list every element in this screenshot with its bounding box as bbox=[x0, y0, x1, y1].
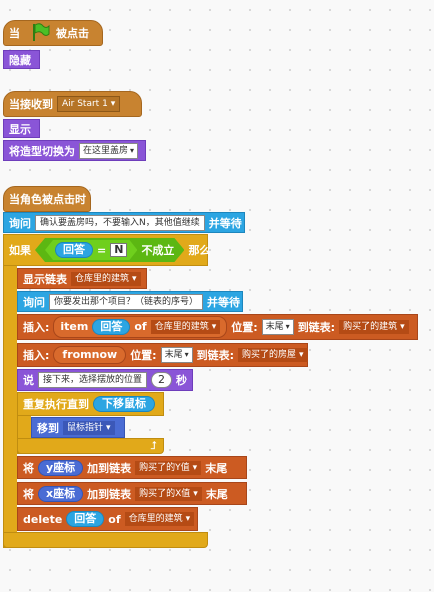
n-value-input[interactable]: N bbox=[110, 243, 127, 257]
of-label-2: of bbox=[108, 512, 121, 526]
of-label: of bbox=[134, 320, 147, 333]
if-label: 如果 bbox=[9, 244, 31, 257]
add-label-2: 将 bbox=[23, 487, 34, 501]
equals-operator[interactable]: 回答 = N bbox=[45, 240, 137, 260]
list-dropdown-y[interactable]: 购买了的Y值 ▾ bbox=[135, 460, 202, 475]
loop-arrow-icon: ⮥ bbox=[150, 439, 158, 452]
insert-fromnow-block[interactable]: 插入: fromnow 位置: 末尾 ▾ 到链表: 购买了的房屋 ▾ bbox=[17, 343, 308, 367]
green-flag-icon bbox=[30, 22, 50, 45]
and-wait-label: 并等待 bbox=[208, 216, 242, 230]
add-to-list-label-2: 加到链表 bbox=[87, 487, 132, 501]
end-label: 末尾 bbox=[205, 461, 228, 475]
chevron-down-icon: ▾ bbox=[299, 350, 304, 360]
delete-label: delete bbox=[23, 512, 63, 526]
clicked-label: 被点击 bbox=[56, 27, 89, 40]
say-text-input[interactable]: 接下来，选择摆放的位置 bbox=[38, 372, 148, 388]
position-dropdown[interactable]: 末尾 ▾ bbox=[261, 319, 294, 335]
go-to-label: 移到 bbox=[37, 421, 59, 435]
chevron-down-icon: ▾ bbox=[130, 145, 135, 155]
show-list-label: 显示链表 bbox=[23, 272, 67, 286]
when-receive-label: 当接收到 bbox=[9, 98, 53, 111]
ask-and-wait-block-2[interactable]: 询问 你要发出那个项目？（链表的序号） 并等待 bbox=[17, 291, 243, 312]
and-wait-label-2: 并等待 bbox=[207, 295, 241, 309]
chevron-down-icon: ▾ bbox=[184, 350, 189, 359]
say-label: 说 bbox=[23, 374, 34, 387]
repeat-until-label: 重复执行直到 bbox=[23, 398, 89, 411]
list-dropdown-warehouse-2[interactable]: 仓库里的建筑 ▾ bbox=[150, 320, 221, 334]
ask-text-input[interactable]: 确认要盖房吗，不要输入N，其他值继续 bbox=[35, 214, 205, 231]
show-block[interactable]: 显示 bbox=[3, 119, 40, 138]
ask-label-2: 询问 bbox=[23, 295, 45, 309]
add-y-to-list-block[interactable]: 将 y座标 加到链表 购买了的Y值 ▾ 末尾 bbox=[17, 456, 247, 479]
answer-reporter-3[interactable]: 回答 bbox=[66, 511, 105, 527]
insert-label-2: 插入: bbox=[23, 349, 50, 362]
equals-sign: = bbox=[97, 243, 107, 257]
when-label: 当 bbox=[9, 27, 20, 40]
x-position-reporter[interactable]: x座标 bbox=[38, 485, 84, 502]
show-label: 显示 bbox=[9, 122, 31, 136]
chevron-down-icon: ▾ bbox=[110, 99, 116, 109]
hide-block[interactable]: 隐藏 bbox=[3, 50, 40, 69]
say-for-secs-block[interactable]: 说 接下来，选择摆放的位置 2 秒 bbox=[17, 369, 193, 391]
answer-reporter-2[interactable]: 回答 bbox=[92, 319, 131, 335]
chevron-down-icon: ▾ bbox=[192, 462, 198, 473]
chevron-down-icon: ▾ bbox=[211, 322, 217, 332]
chevron-down-icon: ▾ bbox=[132, 273, 137, 284]
repeat-until-footer: ⮥ bbox=[17, 438, 164, 454]
sprite-clicked-label: 当角色被点击时 bbox=[9, 193, 86, 206]
say-secs-input[interactable]: 2 bbox=[151, 372, 173, 388]
list-dropdown-x[interactable]: 购买了的X值 ▾ bbox=[135, 486, 202, 501]
when-flag-clicked-hat[interactable]: 当 被点击 bbox=[3, 20, 103, 46]
ask-label: 询问 bbox=[9, 216, 31, 230]
costume-dropdown[interactable]: 在这里盖房 ▾ bbox=[79, 142, 139, 159]
position-dropdown-2[interactable]: 末尾 ▾ bbox=[160, 347, 193, 363]
delete-of-list-block[interactable]: delete 回答 of 仓库里的建筑 ▾ bbox=[17, 507, 198, 531]
fromnow-reporter[interactable]: fromnow bbox=[53, 346, 127, 364]
then-label: 那么 bbox=[188, 244, 211, 257]
add-to-list-label: 加到链表 bbox=[87, 461, 132, 475]
list-dropdown-warehouse-3[interactable]: 仓库里的建筑 ▾ bbox=[124, 512, 195, 526]
when-i-receive-hat[interactable]: 当接收到 Air Start 1 ▾ bbox=[3, 91, 142, 117]
position-label-2: 位置: bbox=[130, 349, 157, 362]
y-position-reporter[interactable]: y座标 bbox=[38, 459, 84, 476]
if-block-header[interactable]: 如果 回答 = N 不成立 那么 bbox=[3, 234, 211, 266]
hide-label: 隐藏 bbox=[9, 53, 31, 67]
show-list-block[interactable]: 显示链表 仓库里的建筑 ▾ bbox=[17, 268, 147, 289]
add-label: 将 bbox=[23, 461, 34, 475]
secs-label: 秒 bbox=[176, 374, 188, 387]
repeat-until-header[interactable]: 重复执行直到 下移鼠标 bbox=[17, 392, 164, 416]
mouse-down-reporter[interactable]: 下移鼠标 bbox=[93, 396, 155, 412]
message-dropdown[interactable]: Air Start 1 ▾ bbox=[57, 96, 121, 112]
insert-label: 插入: bbox=[23, 321, 50, 334]
ask-text-input-2[interactable]: 你要发出那个项目？（链表的序号） bbox=[49, 293, 204, 310]
not-hold-label: 不成立 bbox=[141, 244, 175, 257]
insert-item-block[interactable]: 插入: item 回答 of 仓库里的建筑 ▾ 位置: 末尾 ▾ 到链表: 购买… bbox=[17, 314, 418, 340]
ask-and-wait-block-1[interactable]: 询问 确认要盖房吗，不要输入N，其他值继续 并等待 bbox=[3, 212, 245, 233]
not-operator[interactable]: 回答 = N 不成立 bbox=[35, 238, 184, 262]
chevron-down-icon: ▾ bbox=[400, 322, 405, 332]
list-dropdown-bought[interactable]: 购买了的建筑 ▾ bbox=[339, 320, 409, 334]
chevron-down-icon: ▾ bbox=[185, 514, 191, 524]
item-of-reporter[interactable]: item 回答 of 仓库里的建筑 ▾ bbox=[53, 316, 228, 338]
end-label-2: 末尾 bbox=[205, 487, 228, 501]
if-block-footer bbox=[3, 532, 208, 548]
list-dropdown-bought-house[interactable]: 购买了的房屋 ▾ bbox=[238, 348, 308, 362]
to-list-label-2: 到链表: bbox=[196, 349, 235, 362]
switch-costume-label: 将造型切换为 bbox=[9, 144, 75, 158]
item-label: item bbox=[60, 320, 89, 333]
answer-reporter[interactable]: 回答 bbox=[55, 242, 93, 258]
position-label: 位置: bbox=[231, 321, 258, 334]
to-list-label: 到链表: bbox=[297, 321, 336, 334]
chevron-down-icon: ▾ bbox=[193, 488, 198, 499]
chevron-down-icon: ▾ bbox=[106, 422, 111, 433]
add-x-to-list-block[interactable]: 将 x座标 加到链表 购买了的X值 ▾ 末尾 bbox=[17, 482, 247, 505]
go-to-block[interactable]: 移到 鼠标指针 ▾ bbox=[31, 417, 125, 438]
chevron-down-icon: ▾ bbox=[285, 322, 290, 331]
mouse-pointer-dropdown[interactable]: 鼠标指针 ▾ bbox=[63, 420, 115, 435]
list-dropdown-warehouse[interactable]: 仓库里的建筑 ▾ bbox=[71, 271, 141, 286]
if-block-arm bbox=[3, 234, 17, 548]
switch-costume-block[interactable]: 将造型切换为 在这里盖房 ▾ bbox=[3, 140, 146, 161]
when-sprite-clicked-hat[interactable]: 当角色被点击时 bbox=[3, 186, 91, 212]
